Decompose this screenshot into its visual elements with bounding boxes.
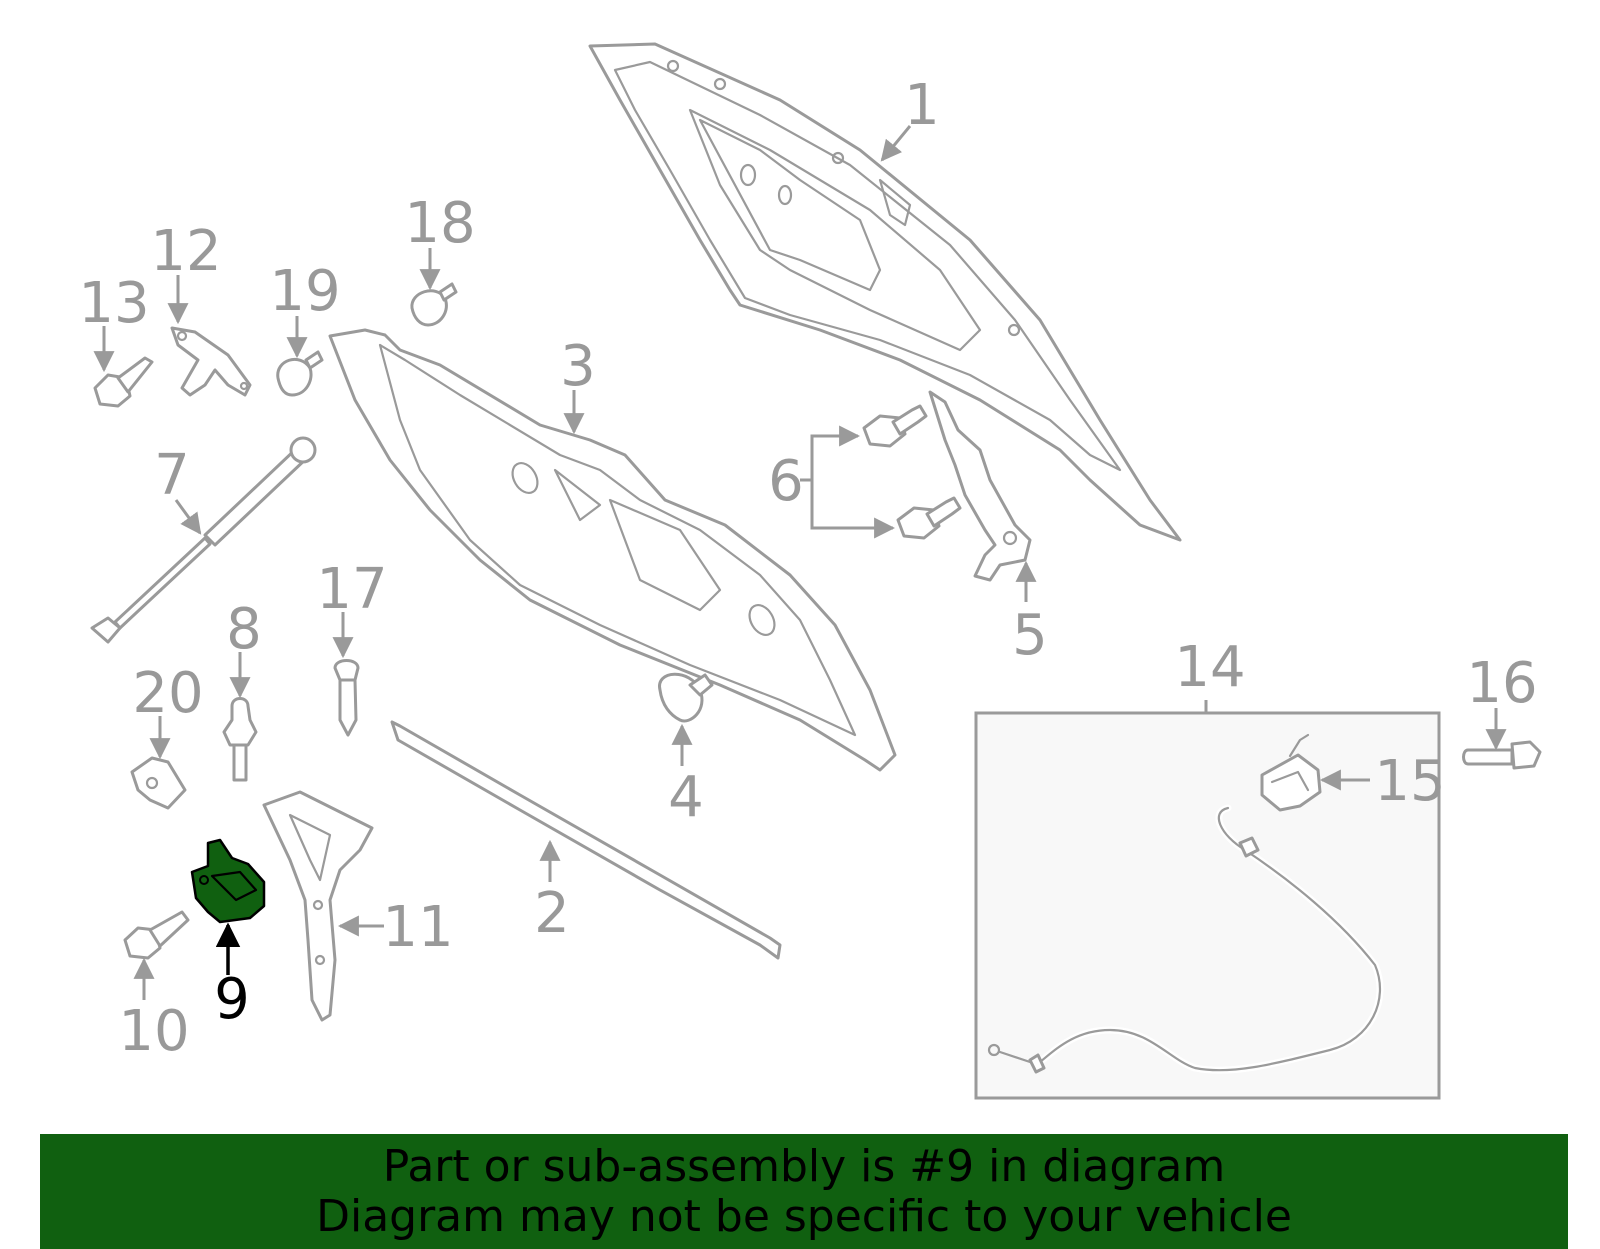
part-7-lift-support — [90, 436, 317, 644]
callout-3[interactable]: 3 — [560, 334, 596, 399]
parts-diagram: 1 3 2 4 5 6 — [78, 42, 1542, 1100]
part-18-bumper — [410, 282, 458, 327]
callout-10[interactable]: 10 — [118, 999, 189, 1064]
part-2-weatherstrip — [390, 720, 782, 960]
callout-15[interactable]: 15 — [1374, 749, 1445, 814]
part-17-push-pin — [333, 659, 360, 737]
part-12-bracket — [170, 326, 252, 397]
callout-14[interactable]: 14 — [1174, 635, 1245, 700]
callout-6[interactable]: 6 — [768, 449, 804, 514]
part-10-bolt — [123, 910, 190, 960]
info-banner: Part or sub-assembly is #9 in diagram Di… — [40, 1134, 1568, 1249]
banner-line-1: Part or sub-assembly is #9 in diagram — [382, 1141, 1226, 1192]
callout-4[interactable]: 4 — [668, 765, 704, 830]
callout-12[interactable]: 12 — [150, 219, 221, 284]
part-16-bolt — [1462, 740, 1542, 770]
part-1-hood-panel — [588, 42, 1182, 542]
part-8-stud — [222, 697, 258, 782]
part-5-hinge — [928, 390, 1032, 582]
part-20-clip — [130, 756, 187, 810]
callout-8[interactable]: 8 — [226, 597, 262, 662]
callout-13[interactable]: 13 — [78, 271, 149, 336]
part-4-bumper — [658, 672, 714, 723]
callout-16[interactable]: 16 — [1466, 651, 1537, 716]
part-19-bumper — [276, 350, 324, 397]
part-13-bolt — [93, 356, 154, 408]
callout-7[interactable]: 7 — [154, 443, 190, 508]
callout-5[interactable]: 5 — [1012, 603, 1048, 668]
part-6-hinge-bolts — [862, 404, 962, 540]
part-9-hood-latch[interactable] — [190, 838, 266, 924]
part-11-latch-support — [262, 790, 374, 1022]
callout-20[interactable]: 20 — [132, 661, 203, 726]
callout-9[interactable]: 9 — [214, 967, 250, 1032]
part-14-release-cable-kit — [974, 711, 1441, 1100]
part-3-hood-insulator — [328, 328, 897, 772]
callout-11[interactable]: 11 — [382, 895, 453, 960]
callout-1[interactable]: 1 — [904, 73, 940, 138]
banner-line-2: Diagram may not be specific to your vehi… — [316, 1191, 1292, 1242]
callout-2[interactable]: 2 — [534, 881, 570, 946]
callout-18[interactable]: 18 — [404, 191, 475, 256]
callout-19[interactable]: 19 — [269, 259, 340, 324]
callout-17[interactable]: 17 — [316, 557, 387, 622]
